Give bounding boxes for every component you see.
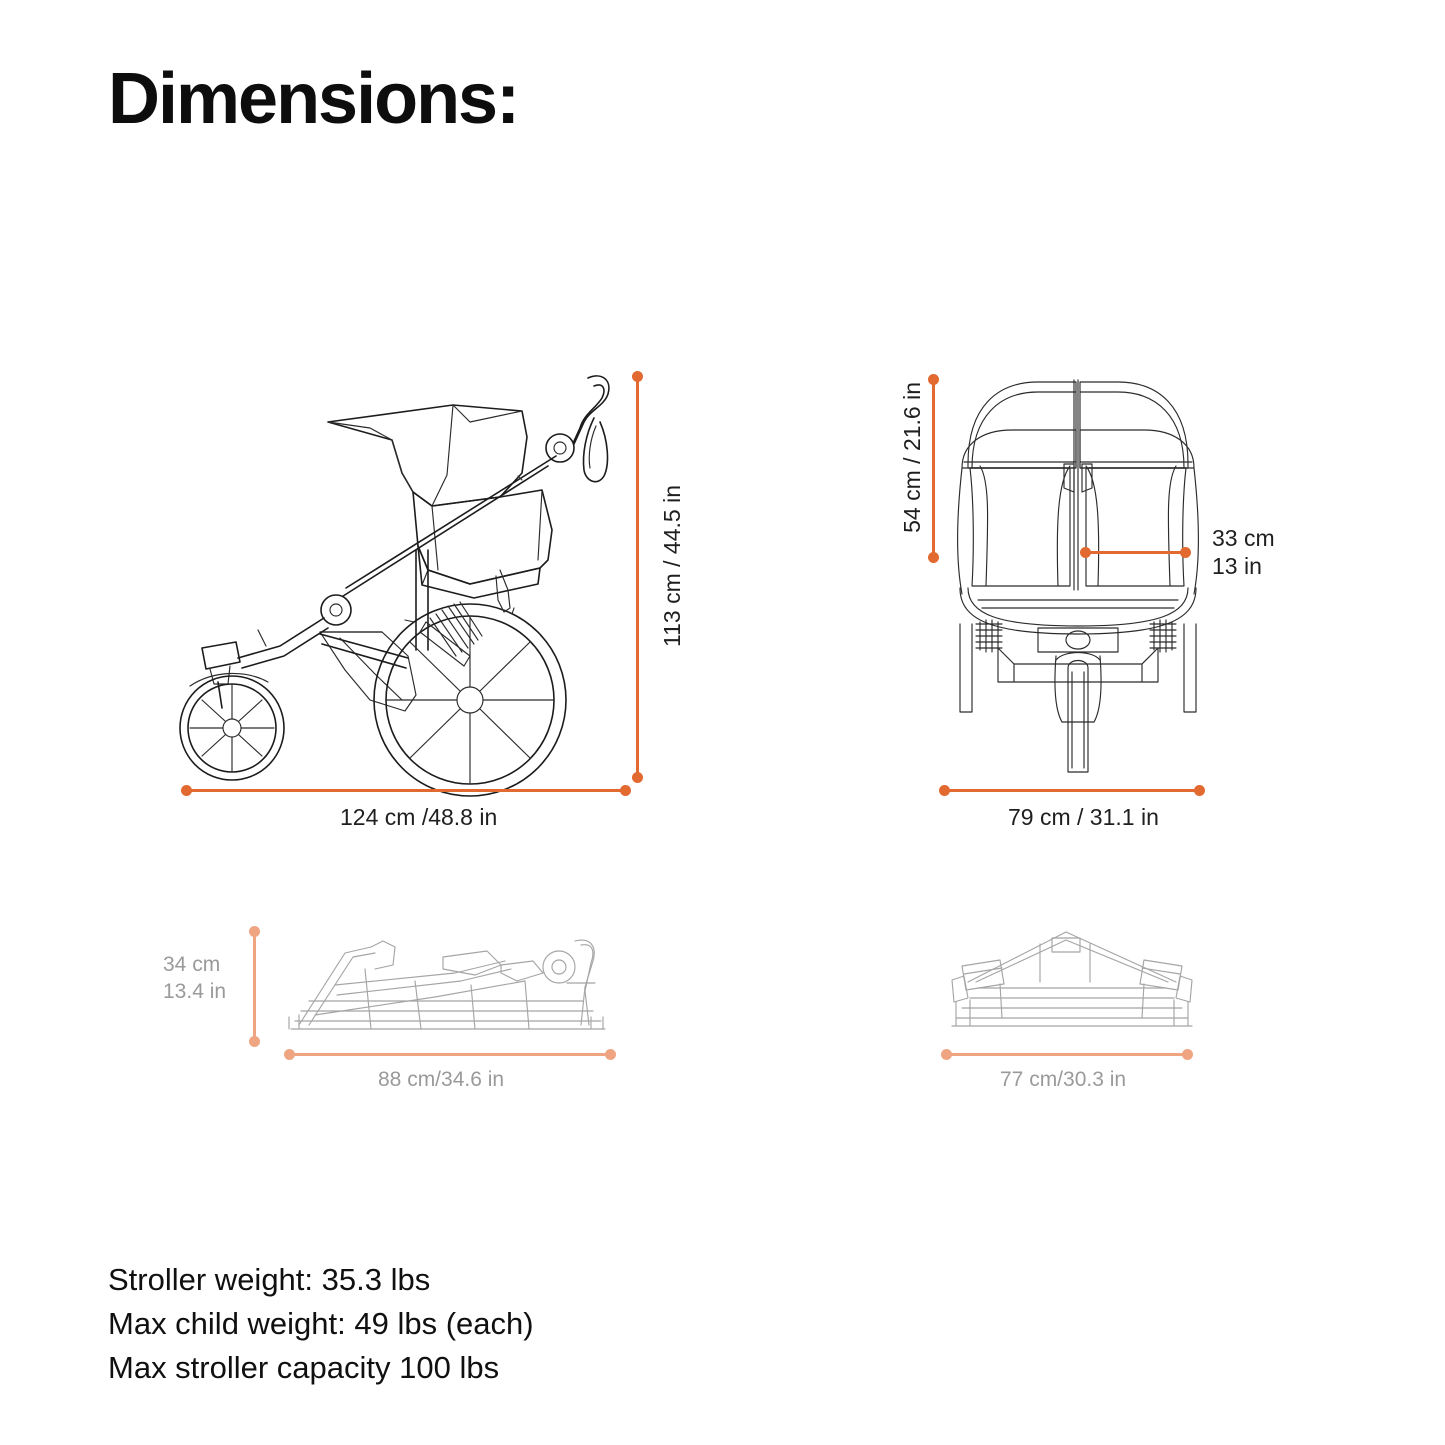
dimension-endpoint-dot [928, 374, 939, 385]
dimension-endpoint-dot [181, 785, 192, 796]
dimension-endpoint-dot [939, 785, 950, 796]
dimension-endpoint-dot [249, 1036, 260, 1047]
stroller-folded-side-illustration [288, 939, 606, 1030]
dimension-endpoint-dot [1194, 785, 1205, 796]
spec-stroller-weight: Stroller weight: 35.3 lbs [108, 1262, 431, 1297]
folded-front-width-label: 77 cm/30.3 in [1000, 1068, 1127, 1091]
dimension-endpoint-dot [605, 1049, 616, 1060]
folded-side-height-label-cm: 34 cm [163, 953, 221, 976]
dimension-endpoint-dot [284, 1049, 295, 1060]
dimension-endpoint-dot [1080, 547, 1091, 558]
folded-side-height-label-in: 13.4 in [163, 980, 227, 1003]
dimension-line [186, 789, 626, 792]
stroller-front-illustration [956, 379, 1200, 773]
stroller-side-view [170, 370, 640, 797]
dimension-endpoint-dot [632, 772, 643, 783]
dimension-line [289, 1053, 611, 1056]
dimension-endpoint-dot [249, 926, 260, 937]
specifications-block: Stroller weight: 35.3 lbs Max child weig… [108, 1258, 534, 1390]
dimension-line [253, 930, 256, 1042]
front-view-width-label: 79 cm / 31.1 in [1008, 804, 1159, 830]
dimension-endpoint-dot [620, 785, 631, 796]
page-title: Dimensions: [108, 59, 520, 139]
dimension-endpoint-dot [632, 371, 643, 382]
dimension-endpoint-dot [928, 552, 939, 563]
front-view-seat-width-label-cm: 33 cm [1212, 525, 1275, 551]
stroller-folded-front-view [940, 922, 1205, 1042]
spec-max-child-weight: Max child weight: 49 lbs (each) [108, 1306, 534, 1342]
dimension-endpoint-dot [1180, 547, 1191, 558]
dimension-line [1085, 551, 1185, 554]
spec-max-capacity: Max stroller capacity 100 lbs [108, 1350, 500, 1386]
dimension-line [636, 375, 639, 779]
stroller-side-illustration [179, 375, 610, 797]
dimension-line [946, 1053, 1188, 1056]
stroller-folded-front-illustration [951, 931, 1193, 1027]
side-view-width-label: 124 cm /48.8 in [340, 804, 498, 830]
dimension-line [944, 789, 1200, 792]
dimension-endpoint-dot [941, 1049, 952, 1060]
front-view-seat-width-label-in: 13 in [1212, 553, 1262, 579]
dimension-endpoint-dot [1182, 1049, 1193, 1060]
stroller-folded-side-view [275, 925, 620, 1045]
side-view-height-label: 113 cm / 44.5 in [659, 485, 685, 647]
dimension-line [932, 378, 935, 558]
stroller-front-view [938, 372, 1218, 780]
front-view-height-label: 54 cm / 21.6 in [899, 382, 925, 533]
folded-side-width-label: 88 cm/34.6 in [378, 1068, 505, 1091]
